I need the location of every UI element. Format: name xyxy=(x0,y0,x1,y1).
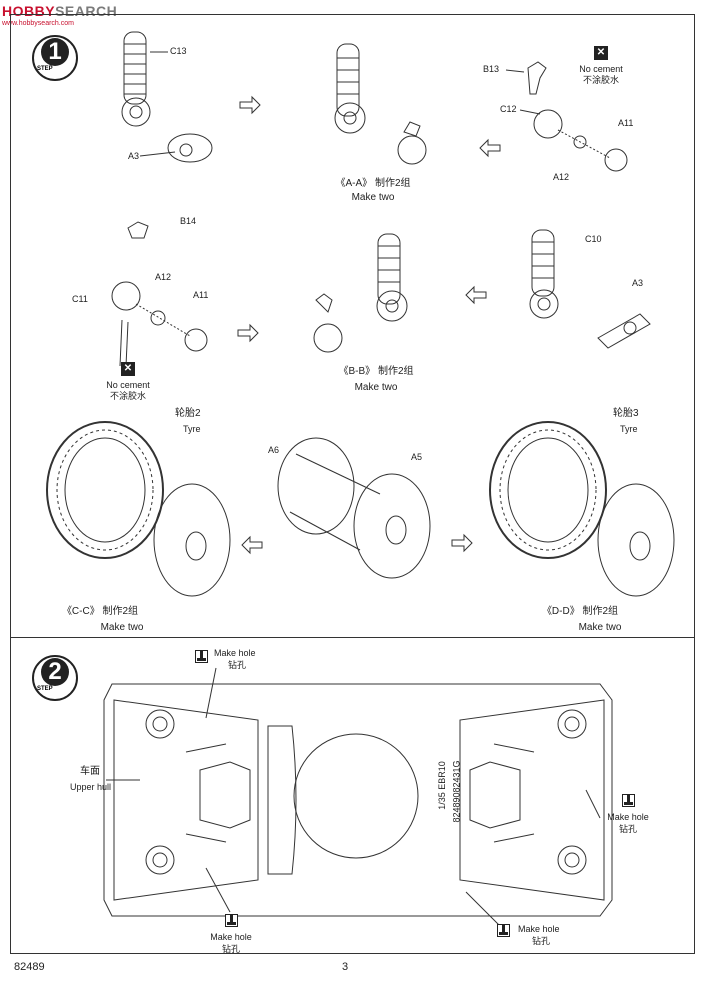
tyre2-drawing xyxy=(46,421,231,597)
watermark-brand-b: SEARCH xyxy=(55,3,118,19)
assembly-bb-drawing xyxy=(313,233,408,353)
assembly-aa-drawing xyxy=(334,43,427,165)
no-cement-en-mid: No cement xyxy=(106,380,150,390)
step1-badge-disc xyxy=(41,38,69,66)
make-hole-cn-bottom-left: 钻孔 xyxy=(221,944,241,954)
arrow-right-3 xyxy=(451,533,473,553)
part-a3-top: A3 xyxy=(128,151,140,161)
step1-number: 1 xyxy=(48,38,62,65)
label-dd: 《D-D》 制作2组 xyxy=(541,606,619,617)
label-aa-make-two: Make two xyxy=(351,192,395,203)
no-cement-cn-top: 不涂胶水 xyxy=(582,75,620,85)
tyre3-cn: 轮胎3 xyxy=(613,408,639,419)
watermark-logo: HOBBYSEARCH xyxy=(2,3,117,19)
drill-icon-right xyxy=(622,794,635,807)
step2-badge-disc xyxy=(41,658,69,686)
tyre3-en: Tyre xyxy=(620,424,638,434)
part-c13: C13 xyxy=(170,46,187,56)
arrow-left-3 xyxy=(241,535,263,555)
wheel-a6-a5-drawing xyxy=(277,437,431,579)
upper-hull-drawing xyxy=(103,667,613,927)
part-c12: C12 xyxy=(500,104,517,114)
hull-marking-1: 1/35 EBR10 xyxy=(436,761,447,810)
make-hole-en-bottom-left: Make hole xyxy=(210,932,252,942)
assembly-b14-c11-drawing xyxy=(111,221,208,367)
step1-word: STEP xyxy=(37,66,53,72)
part-a12-top: A12 xyxy=(553,172,570,182)
step2-word: STEP xyxy=(37,686,53,692)
tyre2-cn: 轮胎2 xyxy=(175,408,201,419)
upper-hull-cn: 车面 xyxy=(80,766,100,777)
part-b13: B13 xyxy=(483,64,500,74)
part-c10: C10 xyxy=(585,234,602,244)
label-bb: 《B-B》 制作2组 xyxy=(338,366,414,377)
part-b14: B14 xyxy=(180,216,197,226)
step2-number: 2 xyxy=(48,658,62,685)
arrow-left-1 xyxy=(479,138,501,158)
shock-c13-drawing xyxy=(121,31,213,163)
part-a12-mid: A12 xyxy=(155,272,172,282)
part-a5: A5 xyxy=(411,452,423,462)
label-aa: 《A-A》 制作2组 xyxy=(335,178,411,189)
shock-c10-drawing xyxy=(529,229,651,349)
part-a3-mid: A3 xyxy=(632,278,644,288)
make-hole-cn-bottom-right: 钻孔 xyxy=(532,936,551,946)
arrow-right-2 xyxy=(237,323,259,343)
upper-hull-en: Upper hull xyxy=(70,782,112,792)
make-hole-en-top: Make hole xyxy=(214,648,256,658)
label-bb-make-two: Make two xyxy=(354,382,398,393)
step-badge-shapes xyxy=(32,35,78,701)
arrow-right-1 xyxy=(239,95,261,115)
no-cement-cn-mid: 不涂胶水 xyxy=(109,391,147,401)
watermark-url: www.hobbysearch.com xyxy=(2,20,74,27)
label-cc-make-two: Make two xyxy=(100,622,144,633)
tyre3-drawing xyxy=(489,421,675,597)
step2-panel xyxy=(10,637,695,954)
make-hole-cn-right: 钻孔 xyxy=(618,824,638,834)
label-dd-make-two: Make two xyxy=(578,622,622,633)
tyre2-en: Tyre xyxy=(183,424,201,434)
label-cc: 《C-C》 制作2组 xyxy=(61,606,139,617)
assembly-b13-c12-drawing xyxy=(505,61,628,172)
part-c11: C11 xyxy=(72,294,88,304)
no-cement-icon-top: ✕ xyxy=(594,46,608,60)
hull-marking-2: 82489082431G xyxy=(451,760,462,823)
make-hole-cn-top: 钻孔 xyxy=(228,660,247,670)
make-hole-en-bottom-right: Make hole xyxy=(518,924,560,934)
no-cement-en-top: No cement xyxy=(579,64,623,74)
page-number: 3 xyxy=(342,961,349,973)
arrow-left-2 xyxy=(465,285,487,305)
watermark-brand-a: HOBBY xyxy=(2,3,56,19)
no-cement-icon-mid: ✕ xyxy=(121,362,135,376)
part-a11-mid: A11 xyxy=(193,290,209,300)
drill-icon-bottom-right xyxy=(497,924,510,937)
drill-icon-top xyxy=(195,650,208,663)
kit-number: 82489 xyxy=(14,961,45,973)
part-a11-top: A11 xyxy=(618,118,634,128)
part-a6: A6 xyxy=(268,445,280,455)
drill-icon-bottom-left xyxy=(225,914,238,927)
make-hole-en-right: Make hole xyxy=(607,812,649,822)
